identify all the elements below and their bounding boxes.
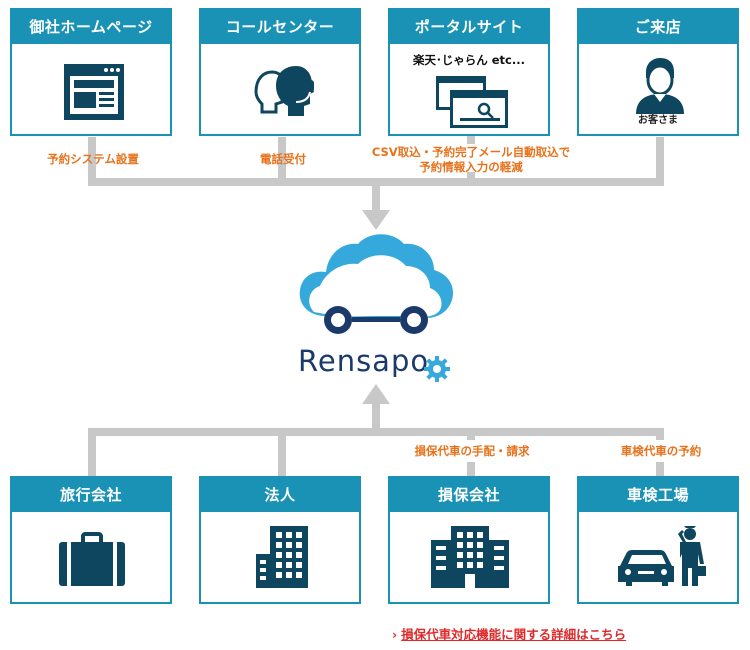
insurance-details-link[interactable]: ›損保代車対応機能に関する詳細はこちら xyxy=(392,624,626,643)
rensapo-logo-text: Rensapo xyxy=(298,344,430,378)
connector-bottom-center xyxy=(372,402,380,432)
connector-top-v4 xyxy=(656,137,664,183)
connector-bottom-v4b xyxy=(656,462,664,476)
connector-top-center xyxy=(372,182,380,216)
connector-bottom-v2 xyxy=(278,430,286,476)
card-inspection-factory: 車検工場 xyxy=(577,476,739,604)
card-homepage: 御社ホームページ xyxy=(10,8,172,136)
website-icon xyxy=(64,64,124,120)
gear-icon xyxy=(424,356,450,382)
label-phone-reception: 電話受付 xyxy=(260,152,306,166)
card-travel-agency: 旅行会社 xyxy=(10,476,172,604)
label-insurance-arrangement: 損保代車の手配・請求 xyxy=(414,444,530,458)
customer-caption: お客さま xyxy=(638,115,678,126)
arrow-up-icon xyxy=(362,384,390,404)
headset-icon xyxy=(254,66,314,116)
label-portal-line2: 予約情報入力の軽減 xyxy=(419,160,523,174)
briefcase-icon xyxy=(59,532,125,586)
office-building-icon xyxy=(431,526,509,588)
building-icon xyxy=(256,526,308,588)
connector-top-v1 xyxy=(88,137,96,183)
connector-bottom-v3b xyxy=(467,462,475,476)
chevron-right-icon: › xyxy=(392,627,398,642)
card-title: 旅行会社 xyxy=(12,478,170,512)
insurance-details-link-text: 損保代車対応機能に関する詳細はこちら xyxy=(401,627,627,642)
connector-top-v2 xyxy=(278,137,286,183)
connector-bottom-v4 xyxy=(656,430,664,440)
connector-bottom-v1 xyxy=(88,430,96,476)
card-insurance-company: 損保会社 xyxy=(388,476,550,604)
card-title: 損保会社 xyxy=(390,478,548,512)
portal-examples: 楽天･じゃらん etc... xyxy=(413,53,525,67)
card-title: コールセンター xyxy=(201,10,359,44)
card-title: 法人 xyxy=(201,478,359,512)
rensapo-logo-car-icon xyxy=(299,234,454,334)
arrow-down-icon xyxy=(362,210,390,230)
connector-bottom-horizontal xyxy=(88,428,664,436)
card-visit: ご来店 お客さま xyxy=(577,8,739,136)
card-title: ポータルサイト xyxy=(390,10,548,44)
card-title: ご来店 xyxy=(579,10,737,44)
card-title: 御社ホームページ xyxy=(12,10,170,44)
card-portal: ポータルサイト 楽天･じゃらん etc... xyxy=(388,8,550,136)
connector-top-v3b xyxy=(467,172,475,184)
label-inspection-reservation: 車検代車の予約 xyxy=(620,444,702,458)
portal-icon xyxy=(436,76,508,128)
connector-bottom-v3 xyxy=(467,430,475,440)
customer-icon xyxy=(636,58,684,114)
label-portal-line1: CSV取込・予約完了メール自動取込で xyxy=(371,145,571,159)
card-callcenter: コールセンター xyxy=(199,8,361,136)
mechanic-car-icon xyxy=(618,526,706,586)
label-reservation-system: 予約システム設置 xyxy=(47,152,139,166)
card-corporation: 法人 xyxy=(199,476,361,604)
card-title: 車検工場 xyxy=(579,478,737,512)
